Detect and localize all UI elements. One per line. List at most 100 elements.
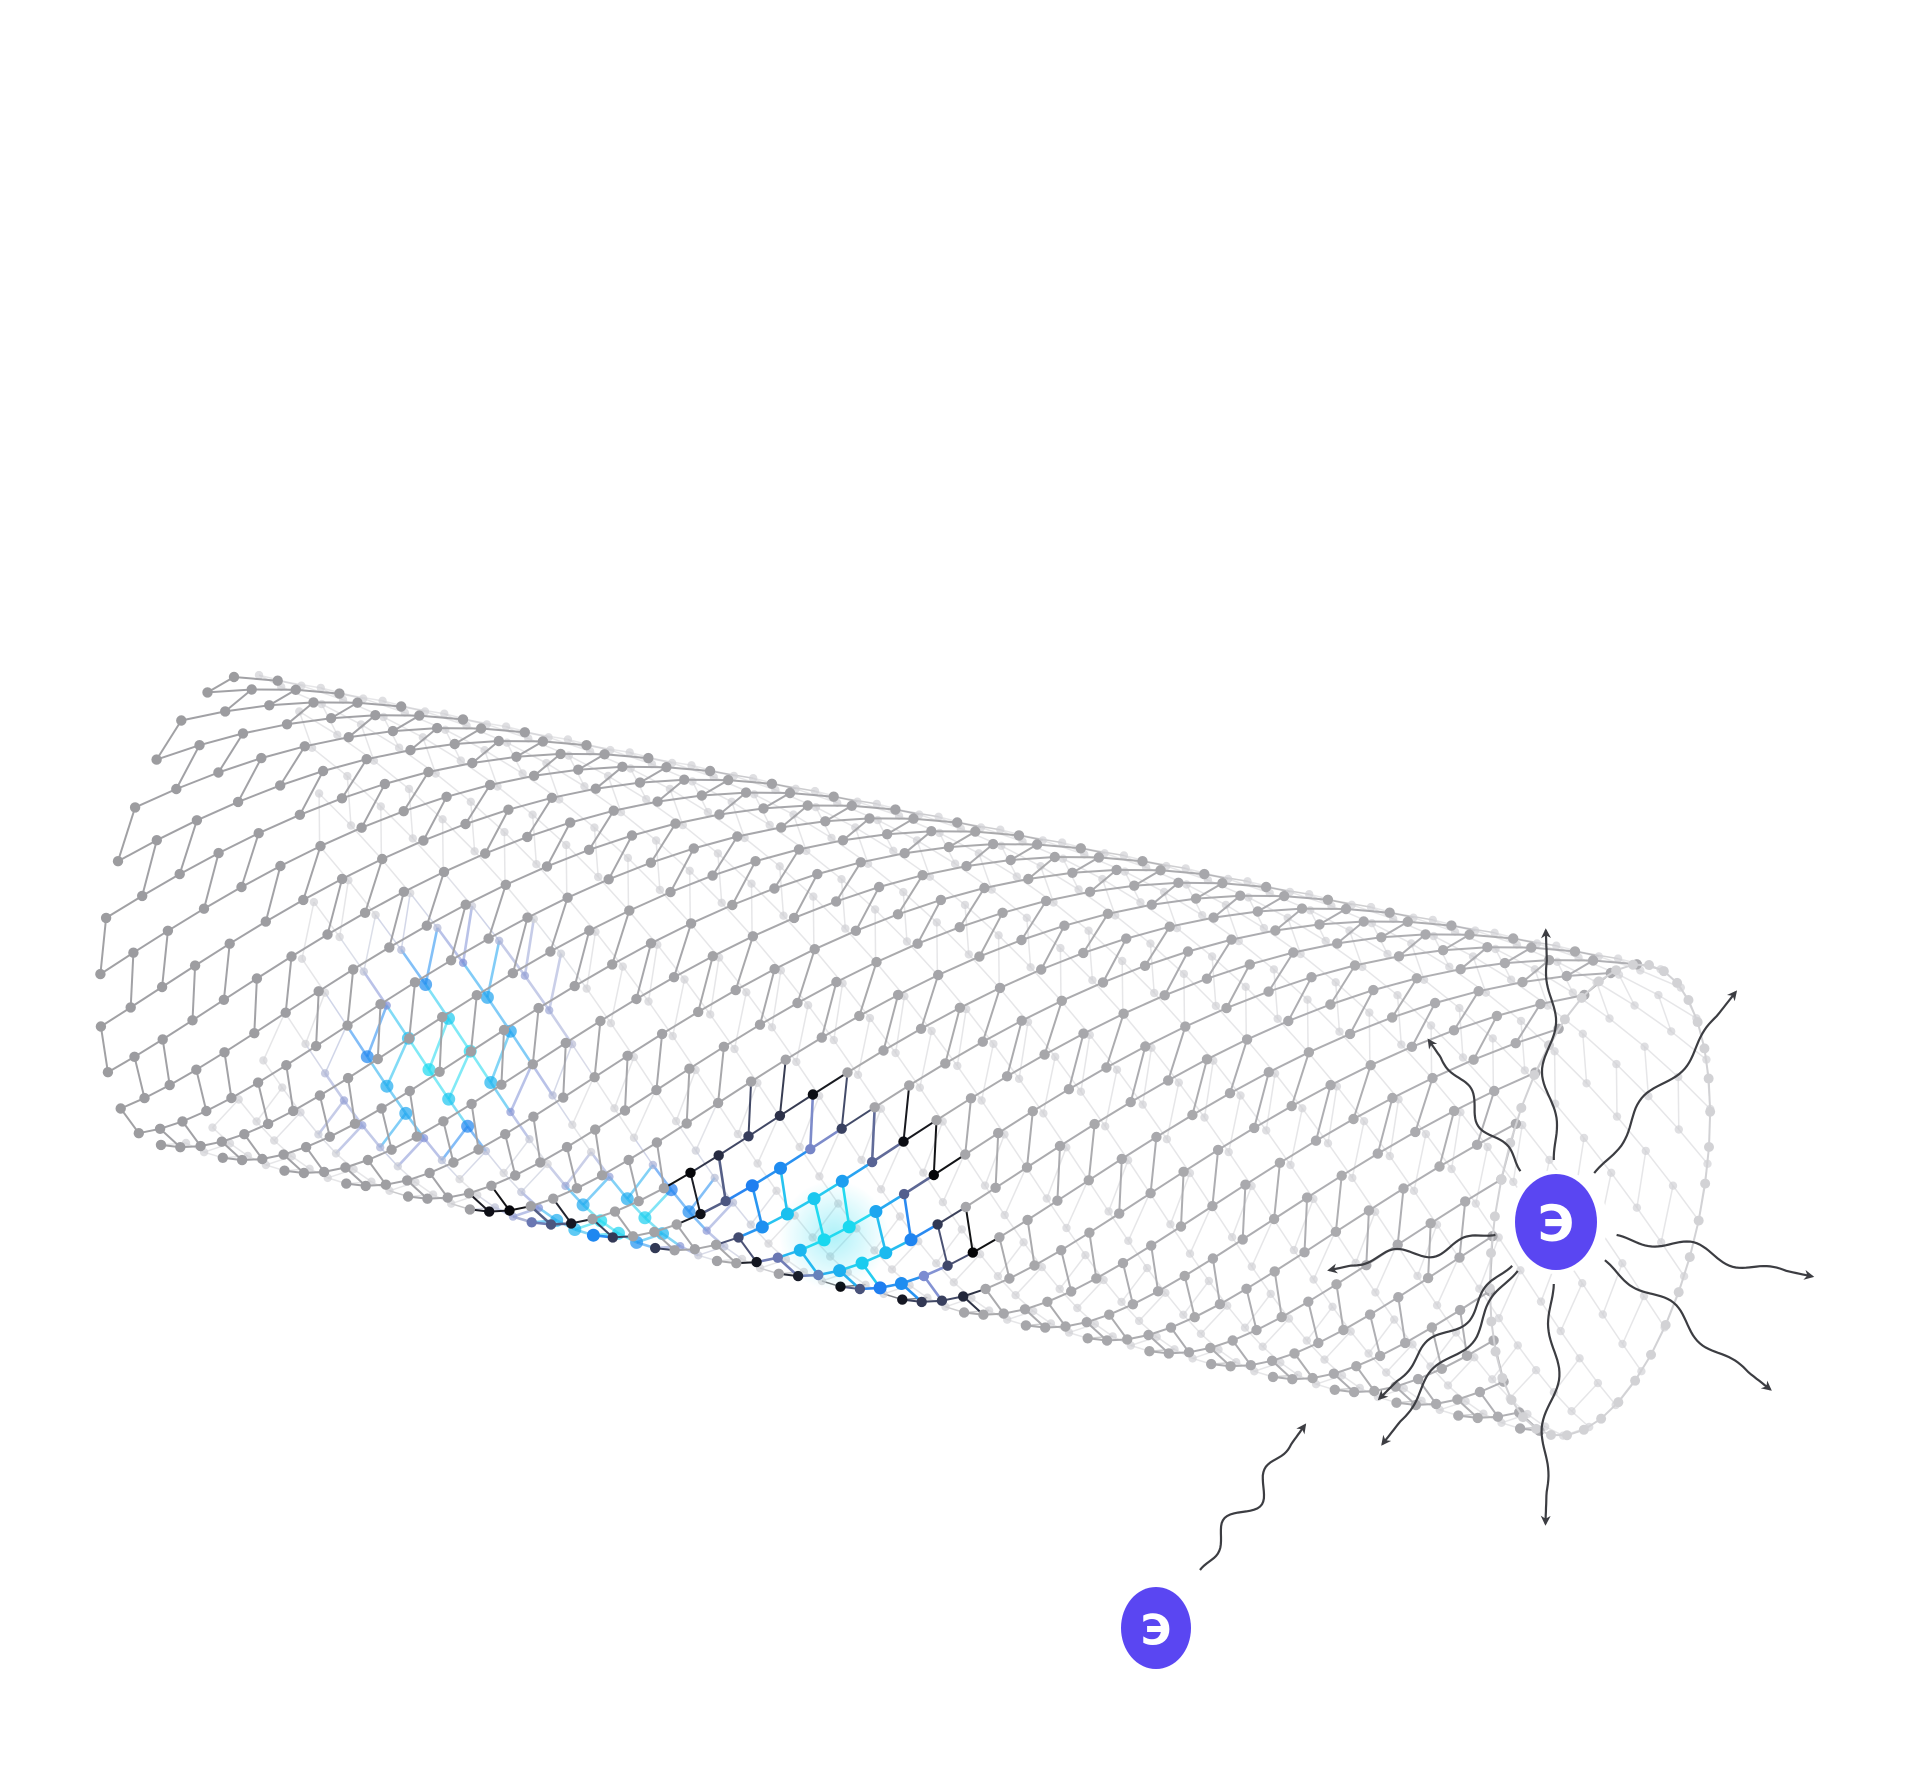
lattice-bond — [299, 770, 324, 816]
lattice-bond — [979, 939, 1022, 958]
carbon-atom — [713, 1150, 724, 1161]
carbon-atom — [437, 1156, 447, 1165]
lattice-bond — [1072, 868, 1117, 874]
lattice-bond — [211, 1098, 240, 1129]
lattice-bond — [302, 845, 322, 901]
carbon-atom — [112, 856, 124, 867]
carbon-atom — [1553, 957, 1562, 966]
carbon-atom — [115, 1103, 126, 1114]
carbon-atom — [275, 860, 286, 872]
lattice-bond — [978, 853, 993, 890]
lattice-bond — [117, 807, 137, 862]
lattice-bond — [1616, 1116, 1647, 1152]
lattice-bond — [965, 843, 994, 867]
carbon-atom — [846, 800, 857, 811]
lattice-bond — [688, 1045, 725, 1070]
lattice-bond — [301, 901, 315, 959]
lattice-bond — [1065, 1146, 1089, 1181]
carbon-atom — [710, 1239, 722, 1251]
carbon-atom — [915, 1083, 924, 1092]
lattice-bond — [1274, 907, 1303, 932]
lattice-bond — [1293, 942, 1338, 954]
carbon-atom — [310, 1040, 322, 1052]
carbon-atom — [1173, 877, 1184, 888]
lattice-bond — [781, 820, 826, 829]
lattice-bond — [527, 896, 569, 919]
lattice-bond — [1361, 966, 1398, 996]
lattice-bond — [1371, 922, 1412, 945]
carbon-atom — [322, 929, 333, 940]
lattice-bond — [593, 1020, 602, 1078]
carbon-atom — [1455, 1003, 1464, 1013]
lattice-bond — [1583, 1137, 1612, 1174]
carbon-atom — [887, 1265, 897, 1274]
lattice-bond — [964, 904, 970, 955]
lattice-bond — [627, 1159, 640, 1202]
lattice-bond — [854, 826, 894, 852]
carbon-atom — [1298, 1104, 1307, 1113]
lattice-bond — [565, 844, 599, 878]
carbon-atom — [816, 1032, 827, 1043]
lattice-bond — [179, 852, 220, 875]
lattice-bond — [549, 929, 590, 953]
lattice-bond — [718, 791, 747, 816]
carbon-atom — [1266, 1289, 1275, 1299]
carbon-atom — [746, 1220, 755, 1229]
carbon-atom — [623, 1154, 634, 1166]
lattice-bond — [1660, 1185, 1674, 1243]
carbon-atom — [750, 790, 759, 799]
lattice-bond — [1430, 1200, 1466, 1225]
carbon-atom — [1286, 1100, 1297, 1112]
carbon-atom — [176, 715, 187, 726]
lattice-bond — [567, 878, 610, 899]
carbon-atom — [895, 1212, 905, 1221]
lattice-bond — [1289, 1108, 1304, 1166]
lattice-bond — [1365, 1210, 1370, 1266]
lattice-bond — [630, 767, 671, 790]
lattice-bond — [631, 822, 676, 837]
lattice-bond — [532, 1096, 564, 1118]
carbon-atom — [1365, 1008, 1374, 1017]
carbon-atom — [434, 1066, 445, 1078]
carbon-atom — [648, 1160, 658, 1170]
carbon-atom — [1004, 1273, 1015, 1284]
carbon-atom — [358, 1121, 367, 1130]
lattice-bond — [545, 762, 560, 800]
lattice-bond — [1211, 1149, 1220, 1207]
lattice-bond — [916, 840, 931, 877]
lattice-bond — [459, 1150, 487, 1180]
lattice-bond — [335, 1124, 364, 1155]
carbon-atom — [1279, 890, 1290, 902]
lattice-bond — [487, 884, 507, 939]
carbon-atom — [1447, 1164, 1456, 1174]
carbon-atom — [1470, 1353, 1479, 1362]
lattice-bond — [998, 1219, 1029, 1239]
carbon-atom — [298, 894, 309, 906]
lattice-bond — [1103, 1279, 1123, 1303]
carbon-atom — [1593, 1378, 1603, 1388]
lattice-bond — [1191, 1059, 1208, 1116]
lattice-bond — [569, 809, 614, 824]
lattice-bond — [424, 927, 439, 985]
carbon-atom — [1516, 1016, 1526, 1026]
carbon-atom — [622, 1050, 633, 1062]
carbon-atom — [1052, 1195, 1063, 1206]
carbon-atom — [775, 862, 784, 871]
lattice-bond — [1206, 1038, 1248, 1061]
carbon-atom — [993, 1272, 1003, 1281]
lattice-bond — [745, 991, 773, 1028]
carbon-atom — [1284, 1314, 1294, 1323]
carbon-atom — [1263, 1067, 1275, 1078]
lattice-bond — [997, 1241, 1025, 1277]
lattice-bond — [133, 1038, 164, 1058]
lattice-bond — [195, 1051, 226, 1071]
lattice-bond — [673, 955, 714, 979]
lattice-bond — [1180, 1205, 1213, 1228]
carbon-atom — [95, 968, 106, 980]
carbon-atom — [691, 1146, 700, 1155]
carbon-atom — [1183, 1347, 1195, 1358]
lattice-bond — [820, 981, 838, 1038]
carbon-atom — [607, 1232, 618, 1243]
carbon-atom — [1026, 963, 1035, 972]
lattice-bond — [694, 1069, 718, 1104]
